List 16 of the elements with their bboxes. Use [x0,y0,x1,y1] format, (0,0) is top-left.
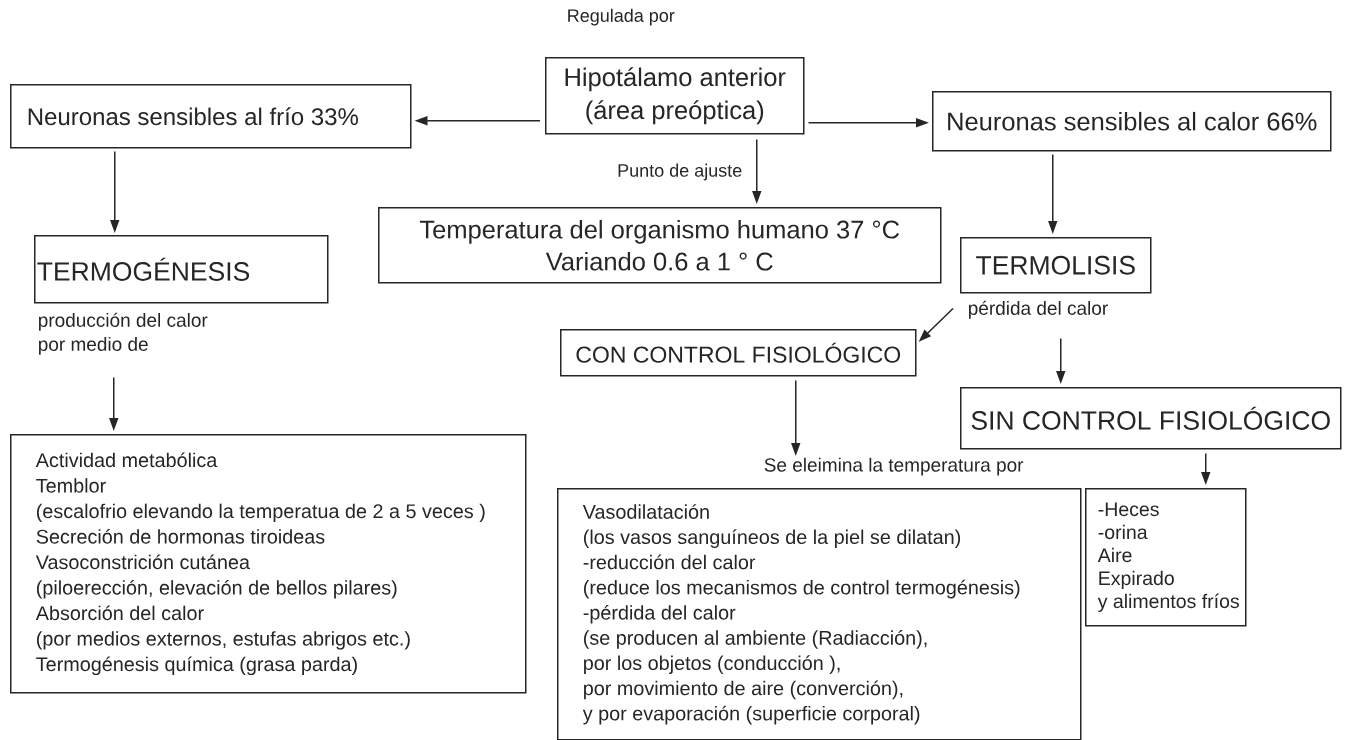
concept-box: Temperatura del organismo humano 37 °C Variando 0.6 a 1 ° C [378,207,942,284]
list-box: Vasodilatación (los vasos sanguíneos de la piel se dilatan) -reducción del calor (reduce los mecanismos de control termogénesis) -pérdida del calor (se producen al ambiente (Radiacción), por los objetos (conducción ), por movimiento de aire (converción), y por evaporación (superficie corporal) [557,488,1082,740]
concept-box: Neuronas sensibles al frío 33% [10,84,412,149]
heading-label: Regulada por [568,8,675,26]
node-label: Se eleimina la temperatura por [764,457,1024,476]
concept-box: SIN CONTROL FISIOLÓGICO [960,387,1342,450]
concept-box: TERMOGÉNESIS [34,235,329,304]
concept-box: Hipotálamo anterior (área preóptica) [545,57,805,135]
node-label: producción del calor por medio de [38,312,208,355]
node-label: pérdida del calor [969,300,1108,319]
list-box: -Heces -orina Aire Expirado y alimentos fríos [1085,488,1247,627]
concept-box: TERMOLISIS [960,237,1152,294]
edge-label: Punto de ajuste [616,162,744,182]
concept-box: Neuronas sensibles al calor 66% [932,91,1332,152]
list-box: Actividad metabólica Temblor (escalofrio elevando la temperatua de 2 a 5 veces ) Secreción de hormonas tiroideas Vasoconstrición cutánea (piloerección, elevación de bellos pilares) Absorción del calor (por medios externos, estufas abrigos etc.) Termogénesis química (grasa parda) [10,434,527,694]
concept-box: CON CONTROL FISIOLÓGICO [560,329,917,377]
